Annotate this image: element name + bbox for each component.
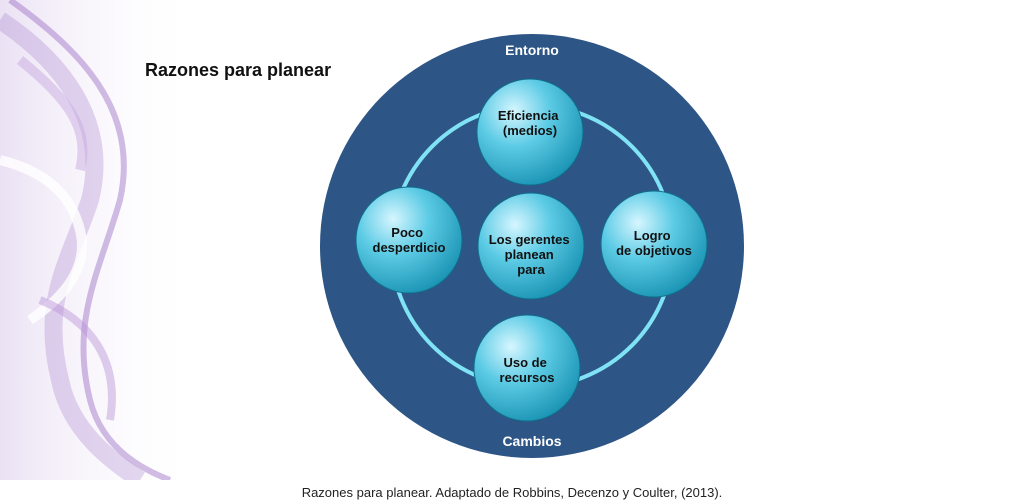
svg-text:Logro de objetivos: Logro de objetivos: [616, 228, 692, 258]
bubble-efficiency-line-1: Eficiencia: [498, 108, 559, 123]
bubble-efficiency: Eficiencia (medios): [476, 78, 584, 186]
bubble-center: Los gerentes planean para: [477, 192, 585, 300]
bubble-resources-line-1: Uso de: [504, 355, 547, 370]
bubble-goals-line-1: Logro: [634, 228, 671, 243]
bubble-resources-line-2: recursos: [500, 370, 555, 385]
svg-text:Poco desperdicio: Poco desperdicio: [373, 225, 446, 255]
bubble-goals: Logro de objetivos: [600, 190, 708, 298]
svg-text:Uso de recursos: Uso de recursos: [500, 355, 555, 385]
outer-top-label: Entorno: [505, 42, 559, 58]
bubble-low-waste-line-1: Poco: [391, 225, 423, 240]
bubble-goals-line-2: de objetivos: [616, 243, 692, 258]
page-title: Razones para planear: [145, 60, 332, 80]
decorative-swirl: [0, 0, 200, 480]
bubble-center-line-2: planean: [505, 247, 554, 262]
bubble-center-line-3: para: [517, 262, 545, 277]
svg-text:Eficiencia (medios): Eficiencia (medios): [498, 108, 562, 138]
svg-text:Los gerentes planean: Los gerentes planean para: [489, 232, 574, 277]
bubble-efficiency-line-2: (medios): [503, 123, 557, 138]
bubble-low-waste-line-2: desperdicio: [373, 240, 446, 255]
outer-bottom-label: Cambios: [502, 433, 561, 449]
planning-diagram: Entorno Cambios Eficiencia (medios) Poco…: [320, 34, 744, 458]
bubble-center-line-1: Los gerentes: [489, 232, 570, 247]
figure-caption: Razones para planear. Adaptado de Robbin…: [301, 485, 723, 500]
bubble-low-waste: Poco desperdicio: [355, 186, 463, 294]
bubble-resources: Uso de recursos: [473, 314, 581, 422]
